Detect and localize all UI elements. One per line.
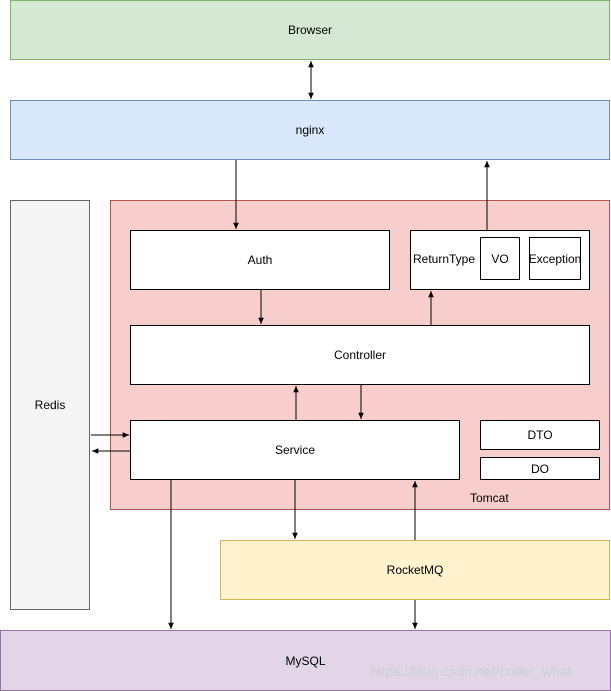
auth-node: Auth (130, 230, 390, 290)
vo-label: VO (491, 251, 509, 266)
do-label: DO (531, 461, 549, 476)
service-label: Service (274, 443, 315, 457)
nginx-label: nginx (295, 123, 325, 137)
service-node: Service (130, 420, 460, 480)
controller-node: Controller (130, 325, 590, 385)
exception-node: Exception (529, 237, 581, 280)
vo-node: VO (480, 237, 520, 280)
dto-label: DTO (527, 428, 553, 442)
controller-label: Controller (333, 348, 387, 362)
redis-node: Redis (10, 200, 90, 610)
rocketmq-label: RocketMQ (386, 563, 444, 577)
tomcat-label: Tomcat (470, 491, 509, 505)
watermark: https://blog.csdn.net/coder_what (370, 663, 572, 679)
rocketmq-node: RocketMQ (220, 540, 610, 600)
mysql-node: MySQL (0, 630, 611, 691)
browser-node: Browser (10, 0, 610, 60)
redis-label: Redis (34, 398, 66, 412)
do-node: DO (480, 457, 600, 480)
mysql-label: MySQL (285, 653, 326, 668)
returntype-label: ReturnType (413, 252, 476, 266)
dto-node: DTO (480, 420, 600, 450)
auth-label: Auth (247, 253, 273, 267)
exception-label: Exception (528, 251, 582, 266)
browser-label: Browser (287, 23, 332, 37)
nginx-node: nginx (10, 100, 610, 160)
